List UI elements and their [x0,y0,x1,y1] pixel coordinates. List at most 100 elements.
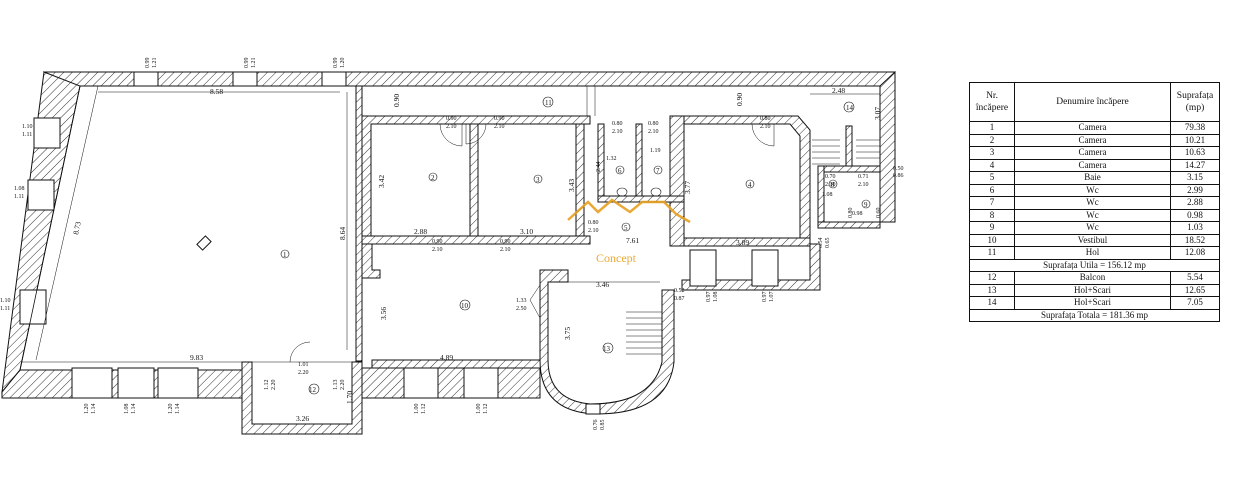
window-label: 1.20 [340,58,346,69]
room-number: 5 [624,224,628,232]
door-label: 0.70 [825,174,836,180]
dim-864: 8.64 [338,227,347,240]
lower-right-walls: 0.97 1.08 0.97 1.07 0.52 0.87 [674,243,821,303]
dim-326: 3.26 [296,414,309,423]
window-label: 0.52 [674,288,685,294]
cell-area: 10.21 [1170,133,1220,147]
door-label: 0.90 [432,239,443,245]
window-label: 0.99 [145,58,151,69]
door-label: 0.90 [500,239,511,245]
window-label: 1.20 [168,404,174,415]
window-label: 0.99 [333,58,339,69]
dim-356: 3.56 [379,307,388,320]
cell-nr: 10 [969,233,1015,247]
dim-307: 3.07 [873,107,882,120]
dim-342: 3.42 [377,175,386,188]
cell-name: Camera [1014,158,1171,172]
dim-244: 2.44 [596,162,602,173]
stairs-14: 2.48 3.07 14 0.70 2.10 0.71 2.10 1.08 0.… [810,86,904,248]
cell-name: Wc [1014,208,1171,222]
room-number: 12 [309,386,317,394]
window-label: 0.80 [848,208,854,219]
cell-name: Baie [1014,171,1171,185]
window-label: 1.11 [14,194,24,200]
stairs-13: 3.75 13 0.76 0.85 [539,269,675,431]
door-label: 2.10 [500,247,511,253]
room-1: 8.58 8.73 9.83 1 [19,85,356,371]
cell-name: Hol+Scari [1014,283,1171,297]
window-label: 0.65 [825,238,831,249]
header-nr: Nr. încăpere [969,82,1015,122]
window-label: 0.76 [593,420,599,431]
dim-108: 1.08 [822,192,833,198]
door-label: 0.80 [588,220,599,226]
header-area: Suprafața (mp) [1170,82,1220,122]
cell-nr: 8 [969,208,1015,222]
subtotal-row: Suprafața Utila = 156.12 mp [969,258,1220,272]
room-4: 3.89 3.77 4 0.80 2.10 0.90 [683,93,811,247]
room-number: 13 [603,345,611,353]
cell-area: 10.63 [1170,146,1220,160]
cell-name: Camera [1014,146,1171,160]
table-header-row: Nr. încăpere Denumire încăpere Suprafața… [969,82,1220,122]
cell-name: Hol [1014,246,1171,260]
dim-288: 2.88 [414,227,427,236]
cell-area: 5.54 [1170,271,1220,285]
room-number: 8 [831,181,835,189]
window-label: 1.07 [769,292,775,303]
door-label: 2.10 [446,124,457,130]
dim-983: 9.83 [190,353,203,362]
cell-area: 18.52 [1170,233,1220,247]
window-label: 1.12 [264,380,270,391]
door-label: 2.10 [858,182,869,188]
dim-132: 1.32 [606,156,617,162]
cell-area: 79.38 [1170,121,1220,135]
window-label: 1.08 [14,186,25,192]
logo-text: Concept [596,251,637,265]
cell-area: 2.99 [1170,183,1220,197]
door-label: 0.80 [612,121,623,127]
dim-489: 4.89 [440,353,453,362]
room-number: 4 [748,181,752,189]
window-label: 1.14 [91,404,97,415]
window-label: 1.10 [22,124,33,130]
door-label: 1.33 [516,298,527,304]
subtotal-cell: Suprafața Utila = 156.12 mp [969,258,1220,272]
cell-area: 3.15 [1170,171,1220,185]
dim-858: 8.58 [210,87,223,96]
dim-119: 1.19 [650,148,661,154]
door-label: 1.01 [298,362,309,368]
cell-area: 2.88 [1170,196,1220,210]
window-label: 0.99 [244,58,250,69]
room-number: 6 [618,167,622,175]
dim-346: 3.46 [596,280,609,289]
window-label: 1.08 [713,292,719,303]
door-label: 2.20 [298,370,309,376]
door-label: 0.90 [494,116,505,122]
room-number: 10 [461,302,469,310]
door-label: 2.10 [588,228,599,234]
window-label: 1.10 [0,298,11,304]
balcony-12: 1.01 2.20 1.12 2.20 1.13 2.20 12 3.26 1.… [241,341,363,435]
cell-area: 7.05 [1170,296,1220,310]
area-table: Nr. încăpere Denumire încăpere Suprafața… [969,82,1220,322]
window-label: 1.14 [175,404,181,415]
room-number: 7 [656,167,660,175]
window-label: 1.20 [84,404,90,415]
cell-area: 0.98 [1170,208,1220,222]
cell-nr: 14 [969,296,1015,310]
hall-11: 11 [542,86,596,116]
watermark-logo: Concept [567,198,691,265]
top-windows: 0.99 1.21 0.99 1.21 0.99 1.20 [133,58,347,87]
